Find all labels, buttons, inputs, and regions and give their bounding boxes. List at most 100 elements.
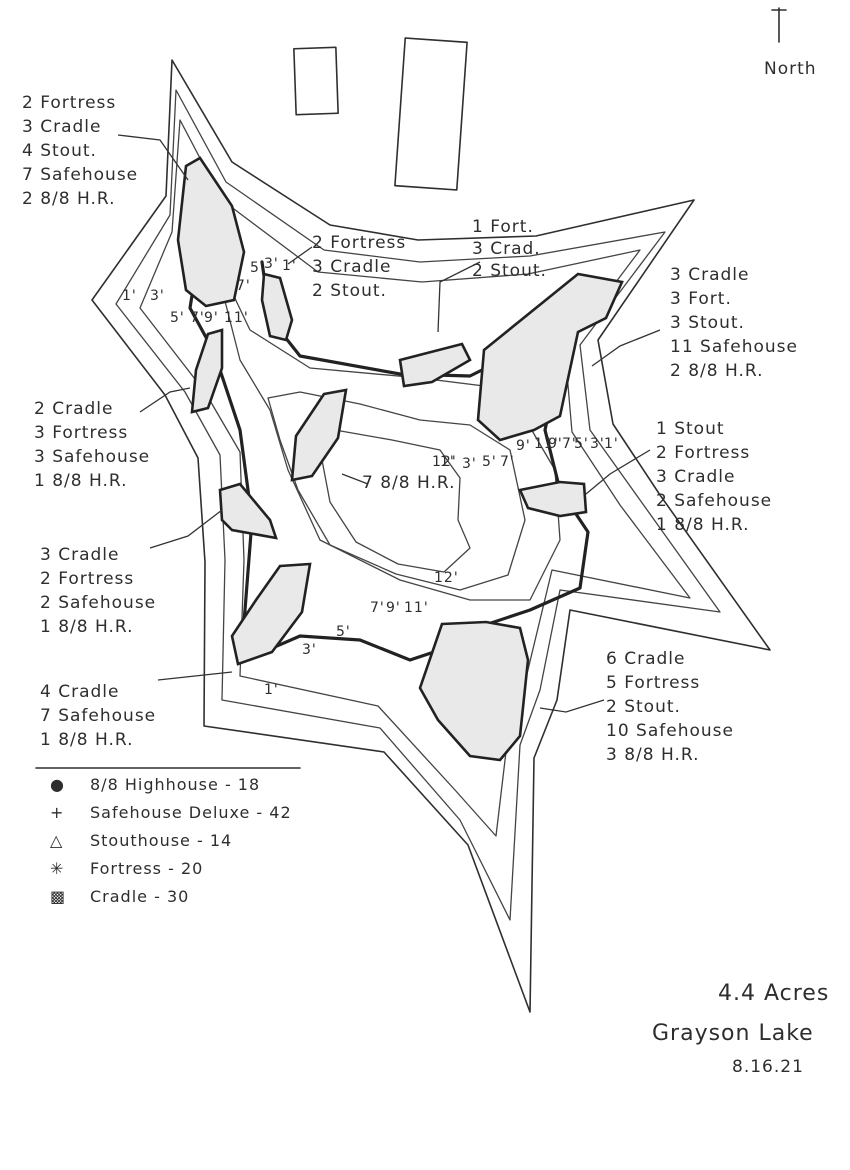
pod-south	[418, 620, 530, 762]
depth-label: 7'	[562, 436, 577, 452]
annotation-line: 7 Safehouse	[40, 706, 156, 726]
annotation-line: 1 8/8 H.R.	[34, 471, 127, 491]
depth-label: 5'	[336, 624, 351, 640]
annotation-group: 4 Cradle 7 Safehouse 1 8/8 H.R.	[40, 682, 156, 750]
annotation-line: 2 Fortress	[312, 233, 406, 253]
legend-label: 8/8 Highhouse - 18	[90, 775, 260, 794]
pod-west-mid	[218, 482, 278, 540]
annotation-line: 6 Cradle	[606, 649, 685, 669]
pod-northeast	[476, 272, 624, 442]
annotation-group: 7 8/8 H.R.	[362, 473, 455, 493]
depth-label: 11'	[534, 436, 559, 452]
leader-line	[341, 473, 369, 485]
pod-center	[290, 388, 348, 482]
depth-label: 3'	[462, 456, 477, 472]
lake-outer-shoreline	[91, 59, 771, 1013]
annotation-line: 2 Safehouse	[40, 593, 156, 613]
annotation-line: 3 Fort.	[670, 289, 732, 309]
depth-label: 3'	[302, 642, 317, 658]
depth-label: 1'	[440, 454, 455, 470]
leader-line	[437, 261, 481, 333]
dock-rect-large	[394, 37, 468, 191]
annotation-line: 2 Safehouse	[656, 491, 772, 511]
plus-icon: +	[50, 803, 64, 822]
annotation-line: 4 Stout.	[22, 141, 97, 161]
dot-icon: ●	[50, 775, 65, 794]
annotation-line: 1 8/8 H.R.	[40, 730, 133, 750]
annotation-line: 3 Cradle	[656, 467, 735, 487]
pod-southwest	[230, 562, 312, 666]
leader-line	[585, 449, 651, 495]
pod-east-small	[518, 480, 588, 518]
annotation-line: 3 Crad.	[472, 239, 541, 259]
depth-label: 5'	[482, 454, 497, 470]
leader-line	[149, 509, 223, 549]
annotation-line: 5 Fortress	[606, 673, 700, 693]
leader-line	[287, 246, 313, 265]
annotation-line: 3 Cradle	[670, 265, 749, 285]
annotation-line: 2 8/8 H.R.	[670, 361, 763, 381]
depth-label: 1'	[604, 436, 619, 452]
annotation-group: 1 Fort.3 Crad.2 Stout.	[472, 217, 547, 281]
north-label: North	[764, 59, 817, 79]
annotation-line: 3 Cradle	[22, 117, 101, 137]
depth-label: 9'	[386, 600, 401, 616]
leader-line	[117, 134, 189, 181]
pod-west-small	[190, 328, 224, 414]
annotation-line: 7 8/8 H.R.	[362, 473, 455, 493]
depth-label: 3'	[150, 288, 165, 304]
depth-label: 9'	[204, 310, 219, 326]
depth-label: 11'	[404, 600, 429, 616]
depth-label: 7'	[236, 278, 251, 294]
annotation-line: 4 Cradle	[40, 682, 119, 702]
depth-label: 7'	[500, 454, 515, 470]
north-arrow: North	[764, 7, 817, 79]
contour-line	[115, 89, 721, 921]
leader-line	[591, 329, 661, 367]
annotation-line: 2 Fortress	[656, 443, 750, 463]
annotation-line: 3 Fortress	[34, 423, 128, 443]
depth-label-layer: 1'3'5'7'9'11'7'5'3'1'1'3'5'7'9'11'9'7'5'…	[122, 256, 619, 698]
annotation-group: 2 Cradle 3 Fortress 3 Safehouse 1 8/8 H.R.	[34, 399, 150, 491]
annotation-line: 3 Safehouse	[34, 447, 150, 467]
pod-north-left	[176, 156, 246, 308]
contour-line	[211, 249, 561, 601]
site-date: 8.16.21	[732, 1057, 804, 1077]
leader-line	[539, 699, 605, 713]
legend-label: Safehouse Deluxe - 42	[90, 803, 292, 822]
depth-label: 7'	[370, 600, 385, 616]
square-hatch-icon: ▩	[50, 887, 66, 906]
legend-label: Stouthouse - 14	[90, 831, 232, 850]
annotation-line: 2 Stout.	[606, 697, 681, 717]
annotation-line: 2 Stout.	[312, 281, 387, 301]
site-acres: 4.4 Acres	[718, 981, 829, 1006]
contour-line-center	[321, 429, 471, 573]
annotation-line: 3 Stout.	[670, 313, 745, 333]
asterisk-icon: ✳	[50, 859, 64, 878]
depth-label: 7'	[190, 310, 205, 326]
pod-north-connector	[398, 342, 472, 388]
depth-label: 5'	[574, 436, 589, 452]
annotation-line: 2 8/8 H.R.	[22, 189, 115, 209]
annotation-line: 1 8/8 H.R.	[656, 515, 749, 535]
annotation-line: 7 Safehouse	[22, 165, 138, 185]
leader-line	[139, 387, 191, 413]
depth-label: 3'	[590, 436, 605, 452]
site-name: Grayson Lake	[652, 1021, 814, 1046]
depth-label: 9'	[548, 436, 563, 452]
legend-label: Fortress - 20	[90, 859, 203, 878]
annotation-line: 10 Safehouse	[606, 721, 734, 741]
annotation-line: 2 Fortress	[40, 569, 134, 589]
depth-label: 12'	[434, 570, 459, 586]
depth-label: 11'	[224, 310, 249, 326]
annotation-line: 1 8/8 H.R.	[40, 617, 133, 637]
annotation-line: 2 Cradle	[34, 399, 113, 419]
annotation-line: 1 Fort.	[472, 217, 534, 237]
depth-label: 9'	[516, 438, 531, 454]
annotation-line: 2 Stout.	[472, 261, 547, 281]
